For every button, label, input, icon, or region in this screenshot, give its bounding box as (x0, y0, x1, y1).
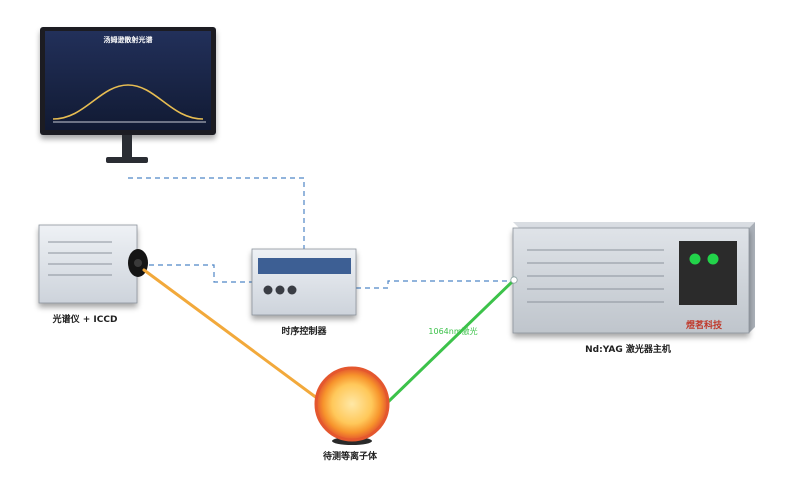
monitor-stand (106, 157, 148, 163)
laser-top-face (513, 222, 755, 228)
spectrum-title: 汤姆逊散射光谱 (104, 35, 153, 44)
laser-host: 煜茗科技 (512, 222, 755, 334)
laser-vents (527, 249, 664, 303)
signal-line-controller-to-laser (356, 280, 514, 289)
spectrometer-label: 光谱仪 + ICCD (52, 315, 118, 325)
laser-status-light-2 (707, 253, 719, 265)
timing-controller (251, 248, 357, 316)
signal-lines (86, 177, 514, 289)
spectrometer-vents (48, 241, 112, 276)
laser-status-light-1 (689, 253, 701, 265)
controller-knob-3 (287, 285, 297, 295)
spectrometer (38, 224, 148, 304)
laser-side-face (749, 222, 755, 333)
laser-control-panel (679, 241, 737, 305)
spectrum-curve (52, 84, 204, 120)
iccd-aperture (134, 259, 142, 267)
controller-knob-2 (275, 285, 285, 295)
monitor-screen (45, 31, 211, 130)
laser-beam-label: 1064nm激光 (428, 327, 478, 336)
laser-output-port (510, 276, 518, 284)
scattered-light-beam (142, 268, 327, 406)
monitor: 汤姆逊散射光谱 (40, 27, 216, 163)
plasma-ball (316, 368, 388, 440)
signal-line-spectrometer-to-controller (86, 264, 252, 283)
plasma-label: 待测等离子体 (322, 452, 378, 462)
signal-line-monitor-to-controller (128, 177, 305, 250)
plasma-ring (314, 366, 390, 442)
beams (142, 268, 518, 406)
laser-host-label: Nd:YAG 激光器主机 (585, 345, 671, 355)
controller-display (258, 258, 351, 274)
controller-knob-1 (263, 285, 273, 295)
plasma (314, 366, 390, 445)
laser-brand-label: 煜茗科技 (686, 319, 723, 331)
laser-beam (386, 278, 516, 404)
monitor-neck (122, 135, 132, 158)
timing-controller-label: 时序控制器 (281, 327, 327, 337)
